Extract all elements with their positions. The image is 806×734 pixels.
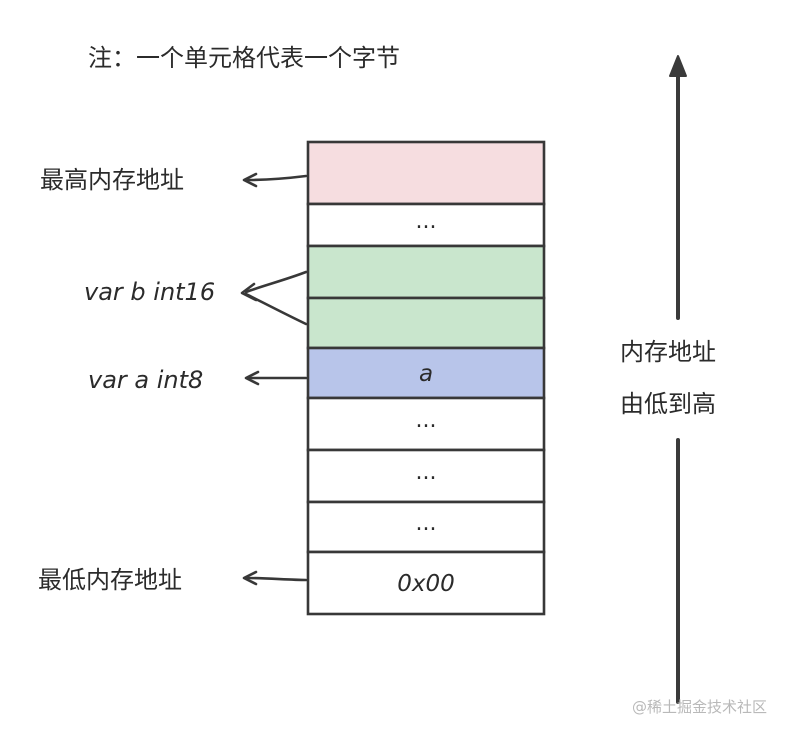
memory-cell-label: ...	[416, 460, 437, 485]
memory-cell-label: ...	[416, 511, 437, 536]
pointer-arrow-var-a	[244, 370, 308, 386]
pointer-arrow-highest	[242, 172, 308, 188]
note-text: 注：一个单元格代表一个字节	[88, 44, 400, 72]
memory-cell-label: ...	[416, 209, 437, 234]
label-var-a: var a int8	[88, 366, 203, 394]
memory-cell	[306, 500, 546, 554]
memory-cell	[306, 140, 546, 206]
memory-cell	[306, 550, 546, 616]
memory-cell-label: ...	[416, 408, 437, 433]
memory-cell	[306, 396, 546, 452]
memory-cell	[306, 244, 546, 300]
watermark-text: @稀土掘金技术社区	[632, 698, 767, 716]
arrow-head-icon	[669, 55, 687, 77]
direction-arrow	[669, 55, 687, 704]
label-var-b: var b int16	[84, 278, 215, 306]
direction-label-line1: 内存地址	[620, 338, 716, 366]
direction-label-line2: 由低到高	[620, 390, 716, 418]
label-lowest-address: 最低内存地址	[38, 566, 182, 594]
memory-cell-label: 0x00	[397, 571, 455, 597]
memory-cell	[306, 296, 546, 350]
memory-cells	[306, 140, 546, 616]
memory-cell-labels: ... a......... 0x00	[397, 209, 455, 597]
pointer-arrow-var-b	[240, 270, 308, 326]
pointer-arrow-lowest	[242, 570, 308, 586]
label-highest-address: 最高内存地址	[40, 166, 184, 194]
memory-cell-label: a	[419, 361, 433, 387]
